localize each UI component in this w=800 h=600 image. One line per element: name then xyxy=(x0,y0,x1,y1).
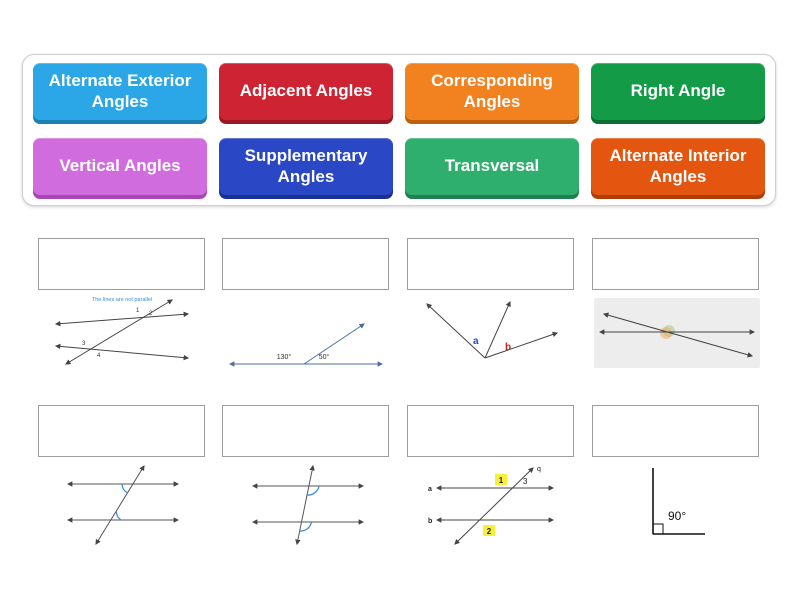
diagram-adjacent-angles: a b xyxy=(415,298,565,368)
diagram-alternate-interior-marked xyxy=(60,462,185,552)
diagram-caption: The lines are not parallel xyxy=(92,297,152,303)
tile-label: Right Angle xyxy=(630,81,726,101)
answer-bank-grid: Alternate Exterior Angles Adjacent Angle… xyxy=(33,63,765,195)
drop-zone-2[interactable] xyxy=(222,238,389,290)
angle-measure-left: 130° xyxy=(277,353,292,361)
tile-label: Supplementary Angles xyxy=(244,146,368,186)
bank-tile-adjacent-angles[interactable]: Adjacent Angles xyxy=(219,63,393,120)
angle-number: 1 xyxy=(136,308,140,314)
tile-label: Vertical Angles xyxy=(59,156,181,176)
diagram-transversal-numbered: a b q 1 3 2 xyxy=(425,462,560,552)
right-angle-measure: 90° xyxy=(668,509,686,523)
bank-tile-vertical-angles[interactable]: Vertical Angles xyxy=(33,138,207,195)
bank-tile-corresponding-angles[interactable]: Corresponding Angles xyxy=(405,63,579,120)
diagram-right-angle: 90° xyxy=(635,462,715,552)
diagram-nonparallel-lines-transversal: The lines are not parallel 1 2 3 4 xyxy=(52,294,192,377)
bank-tile-alternate-interior-angles[interactable]: Alternate Interior Angles xyxy=(591,138,765,195)
tile-label: Corresponding Angles xyxy=(431,71,553,111)
drop-zone-8[interactable] xyxy=(592,405,759,457)
angle-number: 3 xyxy=(82,341,86,347)
tile-label: Alternate Interior Angles xyxy=(609,146,747,186)
drop-zone-7[interactable] xyxy=(407,405,574,457)
drop-zone-1[interactable] xyxy=(38,238,205,290)
diagram-corresponding-marked xyxy=(245,462,370,552)
bank-tile-right-angle[interactable]: Right Angle xyxy=(591,63,765,120)
tile-label: Alternate Exterior Angles xyxy=(48,71,192,111)
angle-number-2: 2 xyxy=(487,527,492,536)
line-label-a: a xyxy=(428,486,432,493)
angle-number: 4 xyxy=(97,353,101,359)
tile-label: Adjacent Angles xyxy=(239,81,373,101)
bank-tile-transversal[interactable]: Transversal xyxy=(405,138,579,195)
tile-label: Transversal xyxy=(444,156,540,176)
bank-tile-alternate-exterior-angles[interactable]: Alternate Exterior Angles xyxy=(33,63,207,120)
transversal-label-q: q xyxy=(537,466,541,473)
drop-zone-3[interactable] xyxy=(407,238,574,290)
diagram-supplementary-angles: 130° 50° xyxy=(226,318,386,378)
angle-label-b: b xyxy=(505,342,511,353)
drop-zone-4[interactable] xyxy=(592,238,759,290)
answer-bank-panel: Alternate Exterior Angles Adjacent Angle… xyxy=(22,54,776,206)
angle-measure-right: 50° xyxy=(319,353,330,361)
diagram-vertical-angles xyxy=(594,298,760,373)
angle-number: 2 xyxy=(149,311,153,317)
drop-zone-5[interactable] xyxy=(38,405,205,457)
bank-tile-supplementary-angles[interactable]: Supplementary Angles xyxy=(219,138,393,195)
angle-label-a: a xyxy=(473,336,479,347)
line-label-b: b xyxy=(428,518,432,525)
angle-number-3: 3 xyxy=(523,477,528,486)
angle-number-1: 1 xyxy=(499,476,504,485)
drop-zone-6[interactable] xyxy=(222,405,389,457)
